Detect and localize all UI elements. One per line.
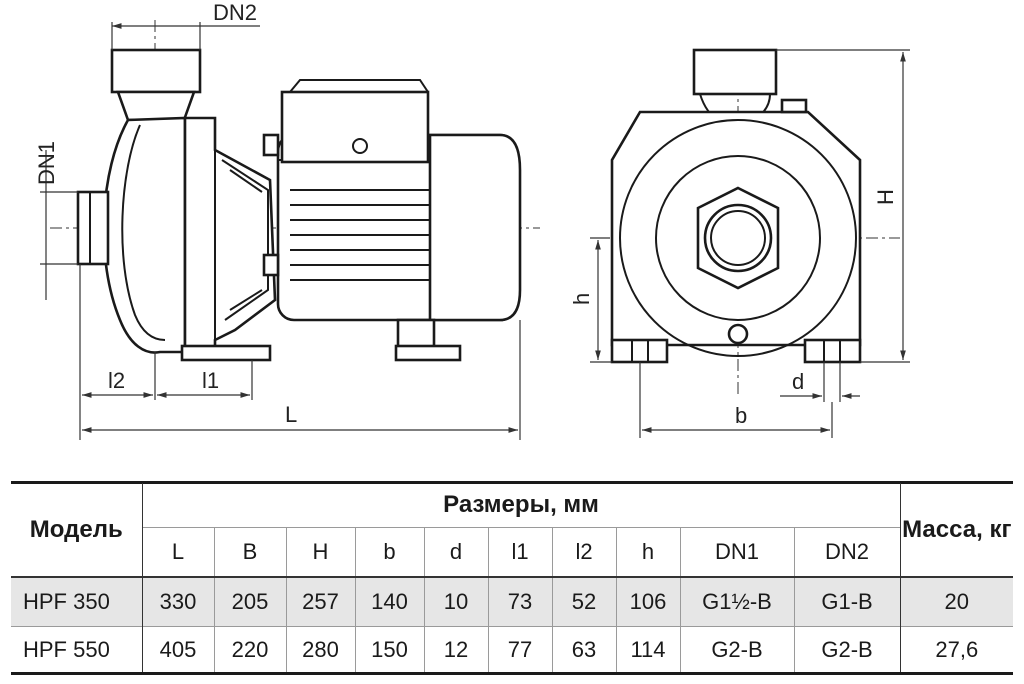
cell-l1: 77 (487, 625, 552, 674)
cell-dn2: G1-B (793, 576, 901, 627)
col-header-l1: l1 (487, 527, 552, 578)
col-header-dn2: DN2 (793, 527, 901, 578)
label-h: h (569, 293, 594, 305)
cell-d: 12 (423, 625, 488, 674)
mass-header: Масса, кг (899, 483, 1014, 578)
cell-h: 106 (615, 576, 680, 627)
cell-L: 330 (141, 576, 214, 627)
cell-B: 205 (213, 576, 286, 627)
cell-H: 280 (285, 625, 355, 674)
cell-dn1: G2-B (679, 625, 794, 674)
table-row: HPF 350 330 205 257 140 10 73 52 106 G1½… (11, 576, 1014, 627)
cell-mass: 27,6 (899, 625, 1014, 674)
label-L: L (285, 402, 297, 427)
col-header-h: h (615, 527, 680, 578)
cell-d: 10 (423, 576, 488, 627)
label-l2: l2 (108, 368, 125, 393)
col-header-d: d (423, 527, 488, 578)
col-header-l2: l2 (551, 527, 616, 578)
cell-h: 114 (615, 625, 680, 674)
cell-dn2: G2-B (793, 625, 901, 674)
cell-l2: 63 (551, 625, 616, 674)
cell-B: 220 (213, 625, 286, 674)
cell-l2: 52 (551, 576, 616, 627)
table-row: HPF 550 405 220 280 150 12 77 63 114 G2-… (11, 625, 1014, 674)
spec-table: Модель Размеры, мм Масса, кг L B H b d l… (11, 483, 1014, 674)
dimensions-header: Размеры, мм (141, 483, 901, 528)
cell-H: 257 (285, 576, 355, 627)
model-cell: HPF 550 (11, 625, 142, 674)
col-header-H: H (285, 527, 355, 578)
col-header-dn1: DN1 (679, 527, 794, 578)
cell-mass: 20 (899, 576, 1014, 627)
side-view: DN2 DN1 l2 l1 L (34, 0, 540, 440)
label-dn1: DN1 (34, 141, 59, 185)
label-d: d (792, 369, 804, 394)
cell-dn1: G1½-B (679, 576, 794, 627)
cell-l1: 73 (487, 576, 552, 627)
model-header: Модель (29, 515, 123, 543)
model-cell: HPF 350 (11, 576, 142, 627)
col-header-L: L (141, 527, 214, 578)
table-bottom-rule (11, 672, 1013, 675)
label-dn2: DN2 (213, 0, 257, 25)
table-top-rule (11, 481, 1013, 484)
label-l1: l1 (202, 368, 219, 393)
pump-dimension-drawing: DN2 DN1 l2 l1 L (34, 0, 910, 440)
label-H: H (873, 189, 898, 205)
label-b: b (735, 403, 747, 428)
cell-b: 150 (354, 625, 424, 674)
cell-b: 140 (354, 576, 424, 627)
front-view: H h d b (569, 48, 910, 438)
col-header-B: B (213, 527, 286, 578)
col-header-b: b (354, 527, 424, 578)
cell-L: 405 (141, 625, 214, 674)
